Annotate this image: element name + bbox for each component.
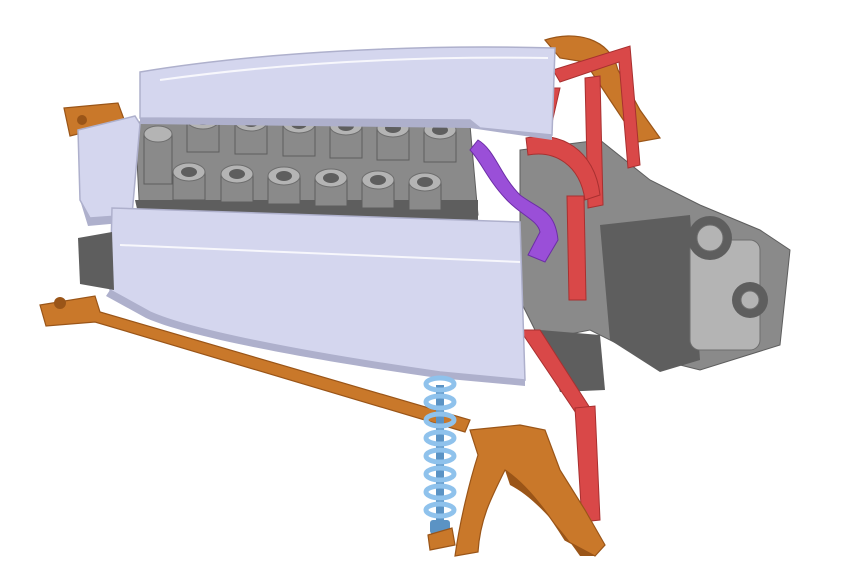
top-cover-panel xyxy=(139,46,556,136)
cylinder-bosses-bottom xyxy=(172,162,442,211)
suspension-arm xyxy=(39,295,471,433)
left-cover-end-plate xyxy=(77,115,141,219)
mount-hole xyxy=(77,115,87,125)
purple-hose xyxy=(469,139,559,263)
bottom-cover-panel xyxy=(109,207,526,381)
coil-spring-shock xyxy=(423,375,457,535)
